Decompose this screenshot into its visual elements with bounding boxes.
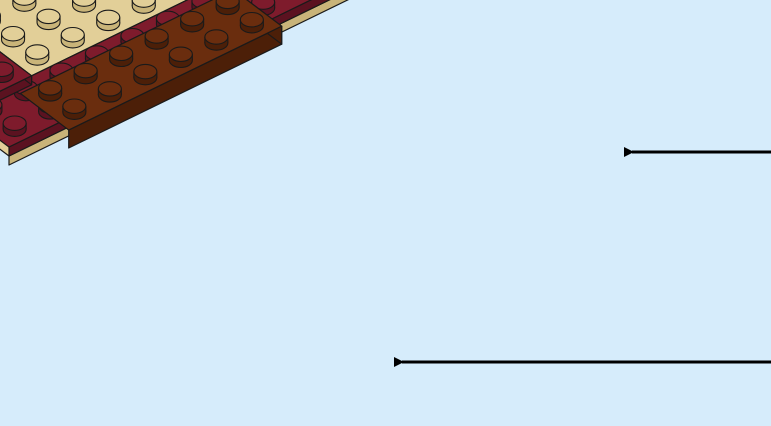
stud	[97, 10, 120, 30]
stud	[2, 27, 25, 47]
stud	[73, 0, 96, 12]
stud	[13, 0, 36, 11]
stud	[169, 47, 192, 67]
stud	[134, 64, 157, 84]
stud	[61, 28, 84, 48]
stud	[240, 13, 263, 33]
stud	[74, 63, 97, 83]
stud	[145, 29, 168, 49]
stud	[132, 0, 155, 13]
stud	[98, 82, 121, 102]
stud	[205, 30, 228, 50]
stud	[216, 0, 239, 15]
stud	[181, 12, 204, 32]
stud	[26, 45, 49, 65]
stud	[63, 99, 86, 119]
stud	[110, 46, 133, 66]
stud	[37, 9, 60, 29]
stud	[0, 62, 13, 82]
stud	[3, 116, 26, 136]
stud	[39, 81, 62, 101]
